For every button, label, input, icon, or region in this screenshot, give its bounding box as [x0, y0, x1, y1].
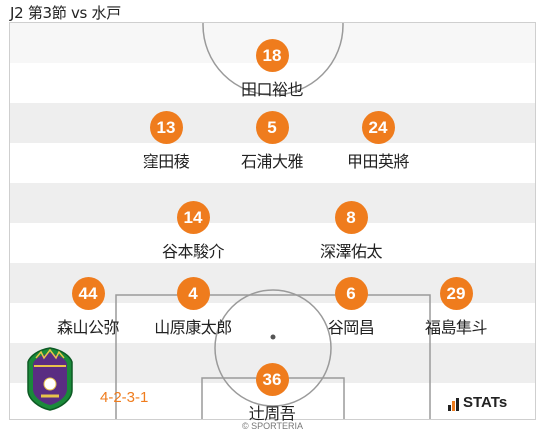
player-name: 甲田英將	[346, 152, 410, 171]
player-number-badge: 4	[176, 277, 210, 310]
player-number-badge: 24	[361, 111, 395, 144]
player-b3[interactable]: 6 谷岡昌	[296, 277, 406, 338]
player-number-badge: 36	[255, 363, 289, 396]
player-name: 森山公弥	[56, 318, 120, 337]
player-number-badge: 14	[176, 201, 210, 234]
club-crest-icon	[27, 347, 73, 411]
player-b2[interactable]: 4 山原康太郎	[138, 277, 248, 338]
player-number-badge: 18	[255, 39, 289, 72]
stats-bars-icon	[448, 398, 459, 411]
player-m3[interactable]: 24 甲田英將	[323, 111, 433, 172]
stats-logo: STATs	[448, 394, 507, 411]
player-b4[interactable]: 29 福島隼斗	[401, 277, 511, 338]
player-b1[interactable]: 44 森山公弥	[33, 277, 143, 338]
page-title: J2 第3節 vs 水戸	[10, 4, 121, 22]
player-m2[interactable]: 5 石浦大雅	[217, 111, 327, 172]
player-fw[interactable]: 36 辻周吾	[217, 363, 327, 424]
player-m1[interactable]: 13 窪田稜	[111, 111, 221, 172]
player-name: 谷岡昌	[327, 318, 375, 337]
player-name: 辻周吾	[248, 404, 296, 423]
player-number-badge: 44	[71, 277, 105, 310]
player-name: 深澤佑太	[319, 242, 383, 261]
player-name: 窪田稜	[142, 152, 190, 171]
player-name: 石浦大雅	[240, 152, 304, 171]
player-number-badge: 6	[334, 277, 368, 310]
player-number-badge: 13	[149, 111, 183, 144]
player-name: 福島隼斗	[424, 318, 488, 337]
pitch-markings	[115, 23, 431, 419]
stats-label: STATs	[463, 394, 508, 411]
player-number-badge: 5	[255, 111, 289, 144]
player-d1[interactable]: 14 谷本駿介	[138, 201, 248, 262]
credit-text: © SPORTERIA	[242, 421, 303, 431]
player-d2[interactable]: 8 深澤佑太	[296, 201, 406, 262]
player-name: 谷本駿介	[161, 242, 225, 261]
player-name: 田口裕也	[240, 80, 304, 99]
player-name: 山原康太郎	[154, 318, 232, 337]
formation-label: 4-2-3-1	[100, 389, 149, 406]
player-gk[interactable]: 18 田口裕也	[217, 39, 327, 100]
player-number-badge: 29	[439, 277, 473, 310]
player-number-badge: 8	[334, 201, 368, 234]
